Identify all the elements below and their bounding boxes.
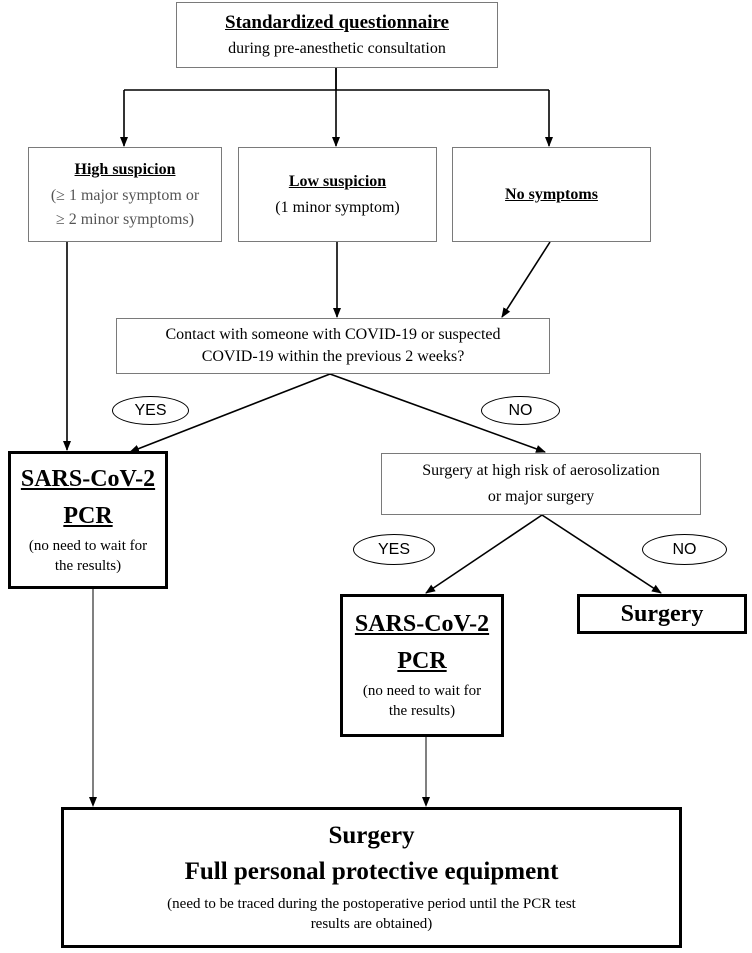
arrow-aerosol-no xyxy=(541,514,662,594)
pcr-middle-title: SARS-CoV-2 xyxy=(354,611,490,637)
high-suspicion-box: High suspicion (≥ 1 major symptom or ≥ 2… xyxy=(28,147,222,242)
aerosol-yes-label: YES xyxy=(353,534,435,565)
contact-no-label: NO xyxy=(481,396,560,425)
aerosol-yes-text: YES xyxy=(377,540,410,558)
contact-question-line1: Contact with someone with COVID-19 or su… xyxy=(165,326,501,343)
high-suspicion-title: High suspicion xyxy=(74,160,176,178)
high-suspicion-line1: (≥ 1 major symptom or xyxy=(50,186,200,204)
aerosol-no-text: NO xyxy=(672,540,697,558)
final-surgery-note2: results are obtained) xyxy=(310,916,433,932)
pcr-left-note1: (no need to wait for xyxy=(28,537,148,554)
contact-yes-label: YES xyxy=(112,396,189,425)
contact-yes-text: YES xyxy=(134,401,167,419)
contact-question-box: Contact with someone with COVID-19 or su… xyxy=(116,318,550,374)
pcr-middle-note1: (no need to wait for xyxy=(362,683,482,699)
low-suspicion-box: Low suspicion (1 minor symptom) xyxy=(238,147,437,242)
aerosol-no-label: NO xyxy=(642,534,727,565)
questionnaire-subtitle: during pre-anesthetic consultation xyxy=(228,40,446,57)
final-surgery-title: Surgery xyxy=(328,822,415,849)
pcr-left-note2: the results) xyxy=(54,557,122,574)
pcr-left-title: SARS-CoV-2 xyxy=(20,465,156,492)
questionnaire-title: Standardized questionnaire xyxy=(225,12,449,33)
no-symptoms-title: No symptoms xyxy=(505,185,598,203)
contact-question-line2: COVID-19 within the previous 2 weeks? xyxy=(201,348,465,365)
pcr-left-subtitle: PCR xyxy=(63,502,113,529)
low-suspicion-title: Low suspicion xyxy=(288,172,387,190)
aerosol-question-line2: or major surgery xyxy=(487,488,595,505)
no-symptoms-box: No symptoms xyxy=(452,147,651,242)
arrow-aerosol-yes xyxy=(425,514,543,594)
questionnaire-box: Standardized questionnaire during pre-an… xyxy=(176,2,498,68)
arrow-contact-no xyxy=(329,373,546,453)
pcr-middle-note2: the results) xyxy=(388,703,456,719)
final-surgery-box: Surgery Full personal protective equipme… xyxy=(61,807,682,948)
pcr-middle-subtitle: PCR xyxy=(397,648,447,674)
contact-no-text: NO xyxy=(508,401,533,419)
surgery-simple-label: Surgery xyxy=(620,600,704,627)
arrow-contact-yes xyxy=(129,373,331,453)
surgery-simple-box: Surgery xyxy=(577,594,747,634)
high-suspicion-line2: ≥ 2 minor symptoms) xyxy=(55,210,195,228)
pcr-left-box: SARS-CoV-2 PCR (no need to wait for the … xyxy=(8,451,168,589)
aerosol-question-line1: Surgery at high risk of aerosolization xyxy=(422,462,660,479)
arrow-nosymptoms-to-contact xyxy=(501,241,551,318)
low-suspicion-line1: (1 minor symptom) xyxy=(275,198,400,216)
pcr-middle-box: SARS-CoV-2 PCR (no need to wait for the … xyxy=(340,594,504,737)
aerosol-question-box: Surgery at high risk of aerosolization o… xyxy=(381,453,701,515)
final-surgery-note1: (need to be traced during the postoperat… xyxy=(167,896,576,912)
final-surgery-subtitle: Full personal protective equipment xyxy=(184,858,559,885)
